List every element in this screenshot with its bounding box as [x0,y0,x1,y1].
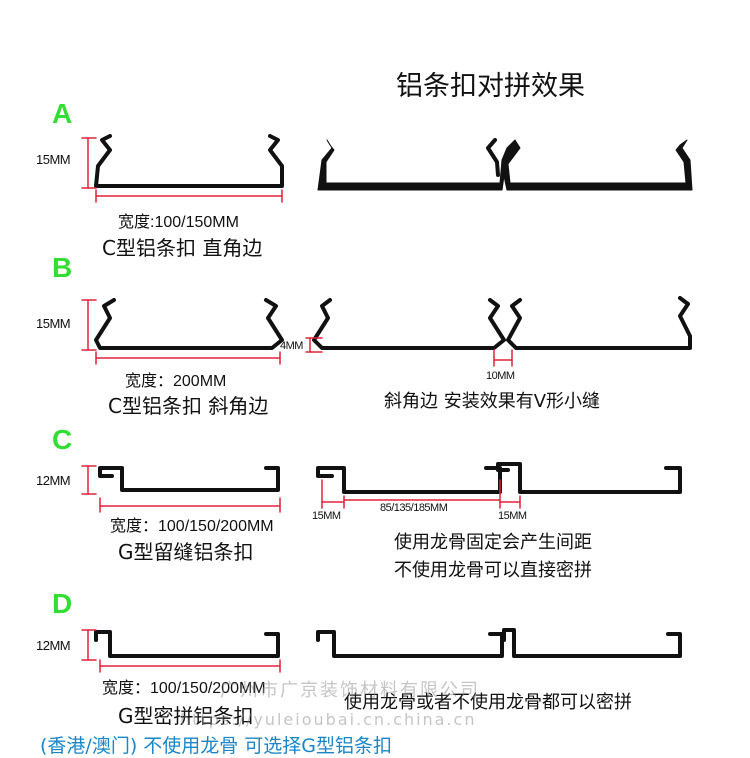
watermark-url: https://yuleioubai.cn.china.cn [180,710,477,729]
caption-d: G型密拼铝条扣 [118,704,254,728]
joint-label-b-10mm: 10MM [486,370,515,382]
dimension-d [81,629,281,673]
height-label-b: 15MM [36,316,71,331]
width-label-a: 宽度:100/150MM [118,214,239,231]
note-b: 斜角边 安装效果有V形小缝 [384,391,601,412]
profile-c-single [98,466,280,492]
section-letter-a: A [52,98,73,129]
width-label-d: 宽度：100/150/200MM [102,680,266,697]
joint-label-c-left: 15MM [312,510,341,522]
joint-label-b-4mm: 4MM [280,340,303,352]
section-letter-c: C [52,424,73,455]
dimension-b [81,299,513,367]
height-label-a: 15MM [36,152,71,167]
dimension-c [81,465,521,513]
section-letter-d: D [52,588,73,619]
note-d: 使用龙骨或者不使用龙骨都可以密拼 [344,692,632,713]
profile-a-pair [317,138,693,191]
profile-d-pair [316,628,682,658]
caption-a: C型铝条扣 直角边 [102,236,263,260]
profile-b-pair [312,296,692,350]
watermark-company: 广州市广京装饰材料有限公司 [220,680,480,701]
page-title: 铝条扣对拼效果 [396,71,585,102]
note-c-1: 使用龙骨固定会产生间距 [394,532,592,553]
profile-c-pair [316,462,682,494]
profile-d-single [94,630,280,658]
profile-b-single [94,298,284,350]
width-label-c: 宽度：100/150/200MM [110,518,274,535]
caption-b: C型铝条扣 斜角边 [108,394,269,418]
width-label-b: 宽度：200MM [125,373,227,390]
dimension-a [81,137,283,203]
section-letter-b: B [52,252,73,283]
caption-c: G型留缝铝条扣 [118,540,254,564]
joint-label-c-right: 15MM [498,510,527,522]
height-label-c: 12MM [36,473,71,488]
height-label-d: 12MM [36,638,71,653]
profile-a-single [94,134,284,188]
note-c-2: 不使用龙骨可以直接密拼 [394,560,592,581]
joint-label-c-middle: 85/135/185MM [380,502,448,514]
